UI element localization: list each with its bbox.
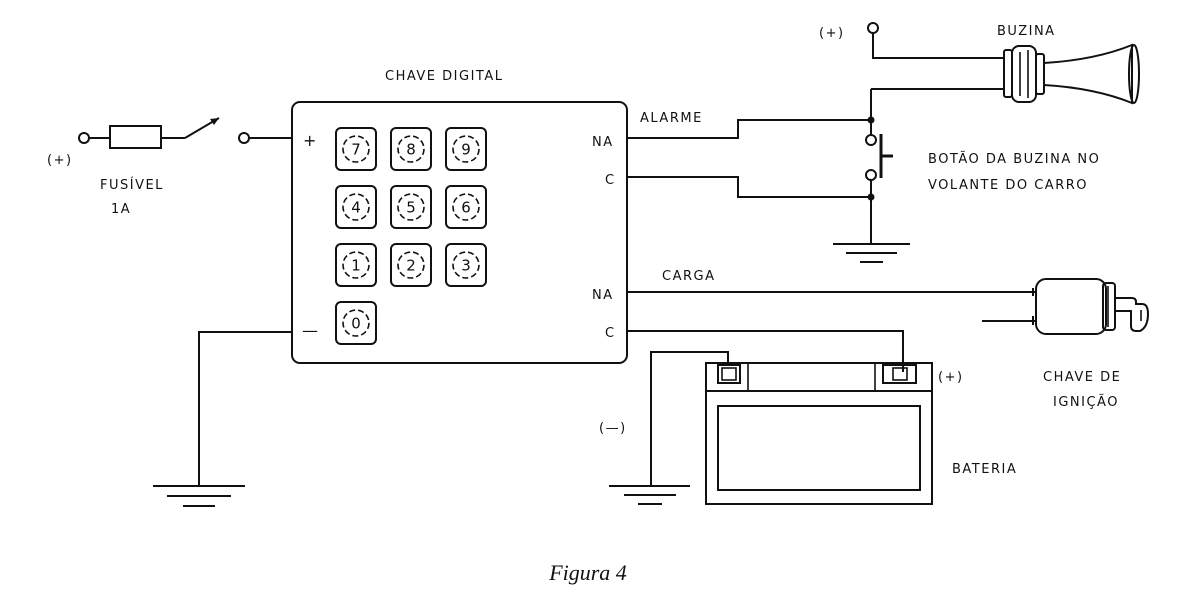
na-bottom-label: NA [592,288,614,303]
botao-label-line1: BOTÃO DA BUZINA NO [928,151,1100,167]
keypad-key-label: 7 [351,141,361,159]
wire-alarme-c [627,176,871,198]
fuse-rating-label: 1A [111,202,131,217]
fuse-label: FUSÍVEL [100,177,164,193]
keypad-box [291,101,628,364]
keypad: 7 8 9 4 5 6 1 2 3 0 [335,127,487,345]
keypad-key-label: 1 [351,257,361,275]
keypad-key-label: 3 [461,257,471,275]
keypad-key-0: 0 [335,301,377,345]
horn-button [865,89,893,244]
bateria-label: BATERIA [952,462,1017,477]
alarme-label: ALARME [640,111,703,126]
keypad-key-label: 0 [351,315,361,333]
ignition-key-icon [1032,278,1150,335]
battery-plus-label: (+) [938,370,964,385]
wire-alarme-na [627,119,871,139]
horn-plus-label: (+) [819,26,845,41]
input-terminal [78,132,90,144]
horn-plus-terminal [867,22,879,34]
wire-battery-minus [650,351,729,486]
na-top-label: NA [592,135,614,150]
ground-symbol-battery [609,485,690,505]
keypad-key-1: 1 [335,243,377,287]
keypad-key-label: 4 [351,199,361,217]
keypad-key-label: 5 [406,199,416,217]
ground-symbol-left [153,485,245,507]
keypad-key-8: 8 [390,127,432,171]
power-input: (+) FUSÍVEL 1A [47,117,250,217]
box-minus-label: — [302,321,320,340]
ground-symbol-horn [833,243,910,263]
c-bottom-label: C [605,326,616,341]
box-plus-label: + [303,131,318,150]
figure-caption: Figura 4 [548,560,627,585]
keypad-key-5: 5 [390,185,432,229]
keypad-key-7: 7 [335,127,377,171]
wire-minus-ground [198,331,292,486]
buzina-label: BUZINA [997,24,1056,39]
horn-icon [1003,43,1140,105]
c-top-label: C [605,173,616,188]
input-plus-label: (+) [47,153,73,168]
wire-carga-c [627,330,904,372]
keypad-key-label: 8 [406,141,416,159]
keypad-key-label: 6 [461,199,471,217]
keypad-key-2: 2 [390,243,432,287]
keypad-key-4: 4 [335,185,377,229]
carga-label: CARGA [662,269,715,284]
ignicao-label-line2: IGNIÇÃO [1053,394,1119,410]
keypad-key-label: 9 [461,141,471,159]
ignicao-label-line1: CHAVE DE [1043,370,1121,385]
keypad-key-3: 3 [445,243,487,287]
wire-horn-plus [872,33,1005,59]
battery-icon [705,362,933,505]
keypad-key-label: 2 [406,257,416,275]
switch-terminal [238,132,250,144]
fuse [109,125,162,149]
keypad-key-9: 9 [445,127,487,171]
keypad-key-6: 6 [445,185,487,229]
botao-label-line2: VOLANTE DO CARRO [928,178,1088,193]
chave-digital: CHAVE DIGITAL + — NA C NA C 7 8 9 4 5 6 1 2 3 0 [291,69,628,364]
chave-digital-title: CHAVE DIGITAL [385,69,503,84]
battery-minus-label: (—) [599,421,627,436]
